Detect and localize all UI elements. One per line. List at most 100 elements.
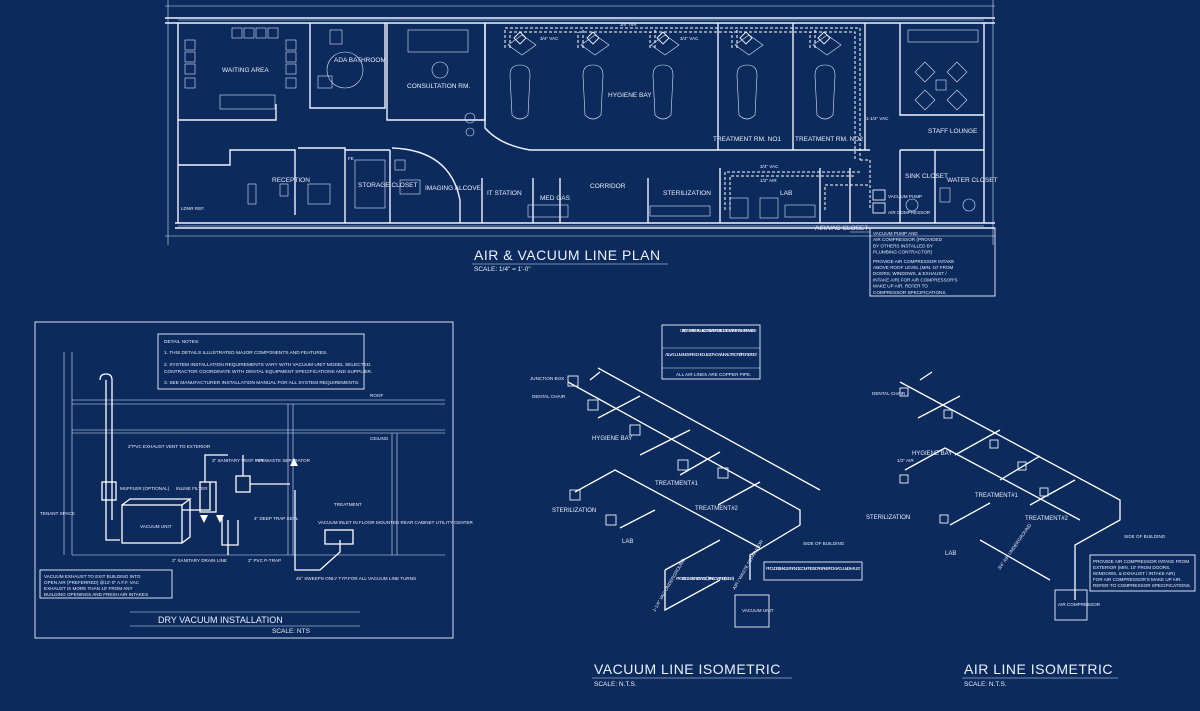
plan-note-line: DOORS, WINDOWS, & EXHAUST /: [873, 271, 947, 276]
vac-legend-3: ALL AIR LINES ARE COPPER PIPE.: [676, 372, 751, 377]
air-isometric: HYGIENE BAY TREATMENT#1 TREATMENT#2 STER…: [866, 371, 1196, 688]
dry-title: DRY VACUUM INSTALLATION: [158, 615, 283, 625]
air-note-1: PROVIDE AIR COMPRESSOR INTAKE FROM: [1093, 559, 1189, 564]
dry-label-vacunit: VACUUM UNIT: [140, 524, 172, 529]
dry-exhaust-note-4: BUILDING OPENINGS AND FRESH AIR INTAKES: [44, 592, 148, 597]
vac-label-t2: TREATMENT#2: [695, 506, 739, 512]
dry-vacuum-detail: DETAIL NOTES: 1. THIS DETAILS ILLUSTRATE…: [34, 321, 474, 639]
air-label-t1: TREATMENT#1: [975, 493, 1019, 499]
floor-plan: WAITING AREA ADA BATHROOM CONSULTATION R…: [165, 0, 998, 297]
room-storage: STORAGE CLOSET: [358, 182, 418, 189]
vac-label-jbox: JUNCTION BOX: [530, 376, 564, 381]
plan-note-line: PROVIDE AIR COMPRESSOR INTAKE: [873, 259, 954, 264]
dry-note-3: 3. SEE MANUFACTURER INSTALLATION MANUAL …: [164, 380, 359, 386]
vac-iso-title: VACUUM LINE ISOMETRIC: [594, 661, 781, 677]
room-water: WATER CLOSET: [947, 177, 998, 184]
room-ada: ADA BATHROOM: [334, 57, 386, 64]
air-note-3: WINDOWS, & EXHAUST / INTAKE AIR): [1093, 571, 1175, 576]
air-note-5: REFER TO COMPRESSOR SPECIFICATIONS.: [1093, 583, 1191, 588]
plan-note-line: INTAKE AIR) FOR AIR COMPRESSOR'S: [873, 277, 958, 282]
room-corridor: CORRIDOR: [590, 183, 626, 190]
air-label-a34u: 3/4" AIR UNDERGROUND: [997, 522, 1033, 570]
air-label-hygiene: HYGIENE BAY: [912, 451, 952, 457]
air-label-side: SIDE OF BUILDING: [1124, 534, 1166, 539]
vac-label-unit: VACUUM UNIT: [742, 608, 774, 613]
dry-notes-header: DETAIL NOTES:: [164, 339, 199, 345]
room-lab: LAB: [780, 190, 792, 197]
room-airvac: AIR/VAC CLOSET: [815, 225, 868, 232]
room-sterilization: STERILIZATION: [663, 190, 711, 197]
dry-exhaust-note-2: OPEN AIR (PREFERRED) @12'-0" A.F.F. VAC: [44, 580, 140, 585]
dry-label-roof: ROOF: [370, 393, 383, 398]
plan-note-line: BY OTHERS INSTALLED BY: [873, 243, 933, 248]
air-note-4: FOR AIR COMPRESSOR'S MAKE UP AIR.: [1093, 577, 1182, 582]
vac-iso-scale: SCALE: N.T.S.: [594, 681, 637, 688]
dry-label-ceiling: CEILING: [370, 436, 389, 441]
vac-label-v114: 1-1/4" VAC UNDERGROUND: [652, 557, 687, 612]
plan-note-line: COMPRESSOR SPECIFICATIONS.: [873, 290, 947, 295]
vacuum-isometric: UTILITY CENTER AT DENTAL CHAIR. COORDINA…: [530, 324, 863, 688]
plan-note-line: ABOVE ROOF LEVEL (MIN. 10' FROM: [873, 265, 954, 270]
vac-legend-2: ALL VACUUM LINES ARE SCHEDULE 40 PVC W/ …: [665, 352, 758, 357]
dry-label-sweeps: 45° SWEEPS ONLY TYP.FOR ALL VACUUM LINE …: [296, 576, 416, 581]
room-imaging: IMAGING ALCOVE: [425, 185, 482, 192]
vac-label-t1: TREATMENT#1: [655, 481, 699, 487]
dry-label-ptrap: 2" PVC P-TRAP: [248, 558, 281, 563]
dry-label-sandrain: 2" SANITARY DRAIN LINE: [172, 558, 227, 563]
plan-title: AIR & VACUUM LINE PLAN: [474, 247, 661, 263]
pipe-label-vac12: 3/4" VAC: [760, 164, 779, 169]
room-treat1: TREATMENT RM. NO1: [713, 136, 781, 143]
pipe-label-vac2: 3/4" VAC: [680, 36, 699, 41]
dry-label-inlet: VACUUM INLET IN FLOOR MOUNTED REAR CABIN…: [318, 520, 474, 525]
room-fe: FE: [348, 156, 354, 161]
dry-exhaust-note-3: EXHAUST IS MORE THAN 10' FROM ANY: [44, 586, 133, 591]
callout-pump: VACUUM PUMP: [888, 194, 922, 199]
air-label-a12: 1/2" AIR: [897, 458, 914, 463]
room-waiting: WAITING AREA: [222, 67, 269, 74]
room-staff: STAFF LOUNGE: [928, 128, 978, 135]
air-iso-title: AIR LINE ISOMETRIC: [964, 661, 1113, 677]
air-label-comp: AIR COMPRESSOR: [1058, 602, 1101, 607]
air-label-lab: LAB: [945, 551, 956, 557]
pipe-label-air12: 1/2" AIR: [760, 178, 777, 183]
vac-label-steril: STERILIZATION: [552, 508, 596, 514]
plan-note-line: AIR COMPRESSOR (PROVIDED: [873, 237, 943, 242]
vac-label-lab: LAB: [622, 539, 633, 545]
room-medgas: MED GAS: [540, 195, 571, 202]
air-label-steril: STERILIZATION: [866, 515, 910, 521]
room-treat2: TREATMENT RM. NO2: [795, 136, 863, 143]
dry-label-tenant: TENANT SPACE: [40, 511, 75, 516]
dry-label-inline: INLINE FILTER: [176, 486, 208, 491]
dry-label-treatment: TREATMENT: [334, 502, 362, 507]
pipe-label-vac: 3/4" VAC: [540, 36, 559, 41]
dry-note-2: 2. SYSTEM INSTALLATION REQUIREMENTS VARY…: [164, 362, 372, 368]
vac-label-side: SIDE OF BUILDING: [803, 541, 845, 546]
pipe-label-air: 3/4" AIR: [620, 22, 637, 27]
air-iso-scale: SCALE: N.T.S.: [964, 681, 1007, 688]
plan-note-line: PLUMBING CONTRACTOR): [873, 250, 933, 255]
vac-label-chair: DENTAL CHAIR: [532, 394, 566, 399]
air-label-chair: DENTAL CHAIR: [872, 391, 906, 396]
callout-compressor: AIR COMPRESSOR: [888, 210, 931, 215]
room-ldnr: LDNR REF.: [181, 206, 205, 211]
dry-label-trapseal: 4" DEEP TRAP SEAL: [254, 516, 299, 521]
plan-note-line: VACUUM PUMP AND: [873, 231, 918, 236]
plan-note-line: MAKE UP AIR. REFER TO: [873, 284, 928, 289]
room-reception: RECEPTION: [272, 177, 310, 184]
dry-exhaust-note-1: VACUUM EXHAUST TO EXIT BUILDING INTO: [44, 574, 141, 579]
dry-note-1: 1. THIS DETAILS ILLUSTRATED MAJOR COMPON…: [164, 350, 328, 356]
vac-legend-1: UTILITY CENTER AT DENTAL CHAIR. COORDINA…: [680, 328, 757, 333]
dry-label-exhaust: 2"PVC EXHAUST VENT TO EXTERIOR: [128, 444, 211, 449]
dry-scale: SCALE: NTS: [272, 628, 311, 635]
vac-cleanout-note: PROVIDE CLNG SERVICE "WELL" @ PIPING LOW…: [676, 576, 735, 581]
plan-scale: SCALE: 1/4" = 1'-0": [474, 266, 531, 273]
vac-provide-note: PROVIDE 10' MIN. CLEARANCE COMPRESSOR IN…: [766, 566, 861, 571]
dry-label-muffler: MUFFLER (OPTIONAL): [120, 486, 170, 491]
air-label-t2: TREATMENT#2: [1025, 516, 1069, 522]
room-consult: CONSULTATION RM.: [407, 83, 470, 90]
air-note-2: EXTERIOR (MIN. 10' FROM DOORS,: [1093, 565, 1170, 570]
dry-label-sanvent: 3" SANITARY VENT PIPE: [212, 458, 265, 463]
vac-label-hygiene: HYGIENE BAY: [592, 436, 632, 442]
